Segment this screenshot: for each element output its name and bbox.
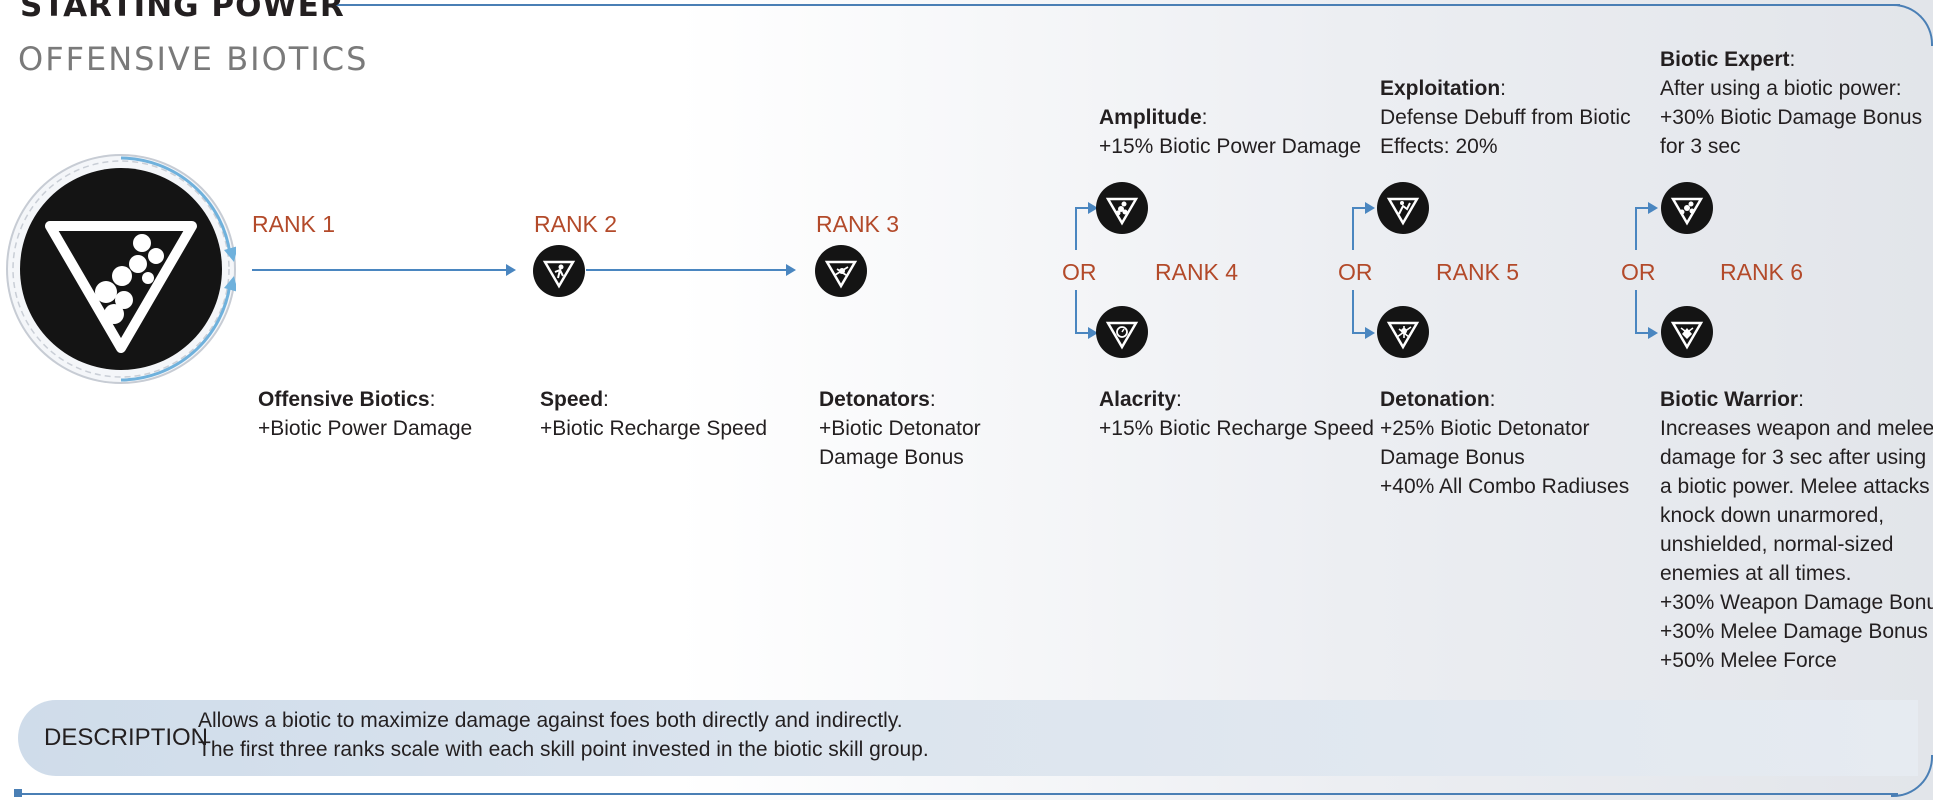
biotic-explosion-icon xyxy=(1377,306,1429,358)
rank-3-label: RANK 3 xyxy=(816,211,900,237)
ability-line: Effects: 20% xyxy=(1380,135,1498,158)
ability-line: +40% All Combo Radiuses xyxy=(1380,475,1630,498)
ability-line: knock down unarmored, xyxy=(1660,504,1885,527)
rank-6-label: RANK 6 xyxy=(1720,259,1804,285)
ability-r5b: Detonation: +25% Biotic Detonator Damage… xyxy=(1380,385,1629,501)
ability-line: Defense Debuff from Biotic xyxy=(1380,106,1631,129)
emblem-arc-arrows-icon xyxy=(12,156,236,382)
fork-4-upper xyxy=(1075,207,1077,250)
ability-r4b: Alacrity: +15% Biotic Recharge Speed xyxy=(1099,385,1374,443)
fork-4-upper-h xyxy=(1075,207,1089,209)
ability-line: +30% Melee Damage Bonus xyxy=(1660,620,1928,643)
running-figure-icon xyxy=(533,245,585,297)
fork-6-lower-arrow xyxy=(1648,327,1658,339)
fork-4-upper-arrow xyxy=(1088,202,1098,214)
fork-5-lower-arrow xyxy=(1365,327,1375,339)
ability-line: +30% Weapon Damage Bonus xyxy=(1660,591,1933,614)
description-line-1: Allows a biotic to maximize damage again… xyxy=(198,709,903,732)
biotic-orbs-icon xyxy=(1661,182,1713,234)
ability-line: a biotic power. Melee attacks xyxy=(1660,475,1930,498)
ability-title: Offensive Biotics xyxy=(258,388,430,411)
connector-2-3-arrow xyxy=(786,264,796,276)
ability-title: Exploitation xyxy=(1380,77,1501,100)
biotic-orbs-icon xyxy=(1096,182,1148,234)
fork-6-upper-arrow xyxy=(1648,202,1658,214)
description-label: DESCRIPTION xyxy=(44,724,209,751)
ability-title: Biotic Expert xyxy=(1660,48,1790,71)
fork-5-lower xyxy=(1352,290,1354,333)
ability-line: +15% Biotic Power Damage xyxy=(1099,135,1362,158)
frame-bottom-line xyxy=(18,793,1898,795)
fork-5-upper-h xyxy=(1352,207,1366,209)
ability-line: +50% Melee Force xyxy=(1660,649,1837,672)
rank-5-or-label: OR xyxy=(1338,259,1373,285)
power-emblem xyxy=(6,154,236,384)
ability-line: +30% Biotic Damage Bonus xyxy=(1660,106,1923,129)
connector-2-3 xyxy=(586,269,786,271)
frame-corner-dot xyxy=(14,789,22,797)
description-bar xyxy=(18,700,1918,776)
ability-r6b: Biotic Warrior: Increases weapon and mel… xyxy=(1660,385,1933,675)
connector-1-2 xyxy=(252,269,506,271)
ability-r4a: Amplitude: +15% Biotic Power Damage xyxy=(1099,103,1361,161)
fork-6-lower xyxy=(1635,290,1637,333)
power-title: OFFENSIVE BIOTICS xyxy=(18,40,369,78)
ability-title: Biotic Warrior xyxy=(1660,388,1799,411)
biotic-burst-icon xyxy=(815,245,867,297)
ability-line: unshielded, normal-sized xyxy=(1660,533,1894,556)
ability-line: +Biotic Recharge Speed xyxy=(540,417,768,440)
section-heading: STARTING POWER xyxy=(20,0,345,24)
ability-title: Amplitude xyxy=(1099,106,1202,129)
fork-5-upper xyxy=(1352,207,1354,250)
description-text: Allows a biotic to maximize damage again… xyxy=(198,706,929,764)
stopwatch-icon xyxy=(1096,306,1148,358)
fork-6-upper-h xyxy=(1635,207,1649,209)
rank-4-label: RANK 4 xyxy=(1155,259,1239,285)
ability-line: After using a biotic power: xyxy=(1660,77,1902,100)
ability-line: +Biotic Detonator xyxy=(819,417,981,440)
ability-line: damage for 3 sec after using xyxy=(1660,446,1927,469)
ability-title: Speed xyxy=(540,388,604,411)
ability-line: Increases weapon and melee xyxy=(1660,417,1933,440)
warrior-fist-icon xyxy=(1661,306,1713,358)
connector-1-2-arrow xyxy=(506,264,516,276)
ability-line: +15% Biotic Recharge Speed xyxy=(1099,417,1374,440)
fork-4-lower-h xyxy=(1075,332,1089,334)
description-line-2: The first three ranks scale with each sk… xyxy=(198,738,929,761)
biotic-orbs-triangle-icon xyxy=(20,168,222,370)
ability-line: Damage Bonus xyxy=(1380,446,1525,469)
ability-line: for 3 sec xyxy=(1660,135,1741,158)
ability-r3: Detonators: +Biotic Detonator Damage Bon… xyxy=(819,385,981,472)
ability-r5a: Exploitation: Defense Debuff from Biotic… xyxy=(1380,74,1631,161)
fork-6-upper xyxy=(1635,207,1637,250)
ability-title: Detonators xyxy=(819,388,930,411)
fork-4-lower-arrow xyxy=(1088,327,1098,339)
ability-line: enemies at all times. xyxy=(1660,562,1852,585)
ability-line: +25% Biotic Detonator xyxy=(1380,417,1590,440)
rank-2-label: RANK 2 xyxy=(534,211,618,237)
rank-4-or-label: OR xyxy=(1062,259,1097,285)
rank-1-label: RANK 1 xyxy=(252,211,336,237)
ability-line: +Biotic Power Damage xyxy=(258,417,473,440)
frame-top-line xyxy=(330,4,1900,6)
ability-r1: Offensive Biotics: +Biotic Power Damage xyxy=(258,385,472,443)
fork-5-upper-arrow xyxy=(1365,202,1375,214)
ability-r6a: Biotic Expert: After using a biotic powe… xyxy=(1660,45,1922,161)
ability-r2: Speed: +Biotic Recharge Speed xyxy=(540,385,767,443)
ability-line: Damage Bonus xyxy=(819,446,964,469)
fork-5-lower-h xyxy=(1352,332,1366,334)
fork-4-lower xyxy=(1075,290,1077,333)
rank-6-or-label: OR xyxy=(1621,259,1656,285)
ability-title: Detonation xyxy=(1380,388,1490,411)
shattered-figure-icon xyxy=(1377,182,1429,234)
rank-5-label: RANK 5 xyxy=(1436,259,1520,285)
ability-title: Alacrity xyxy=(1099,388,1177,411)
fork-6-lower-h xyxy=(1635,332,1649,334)
